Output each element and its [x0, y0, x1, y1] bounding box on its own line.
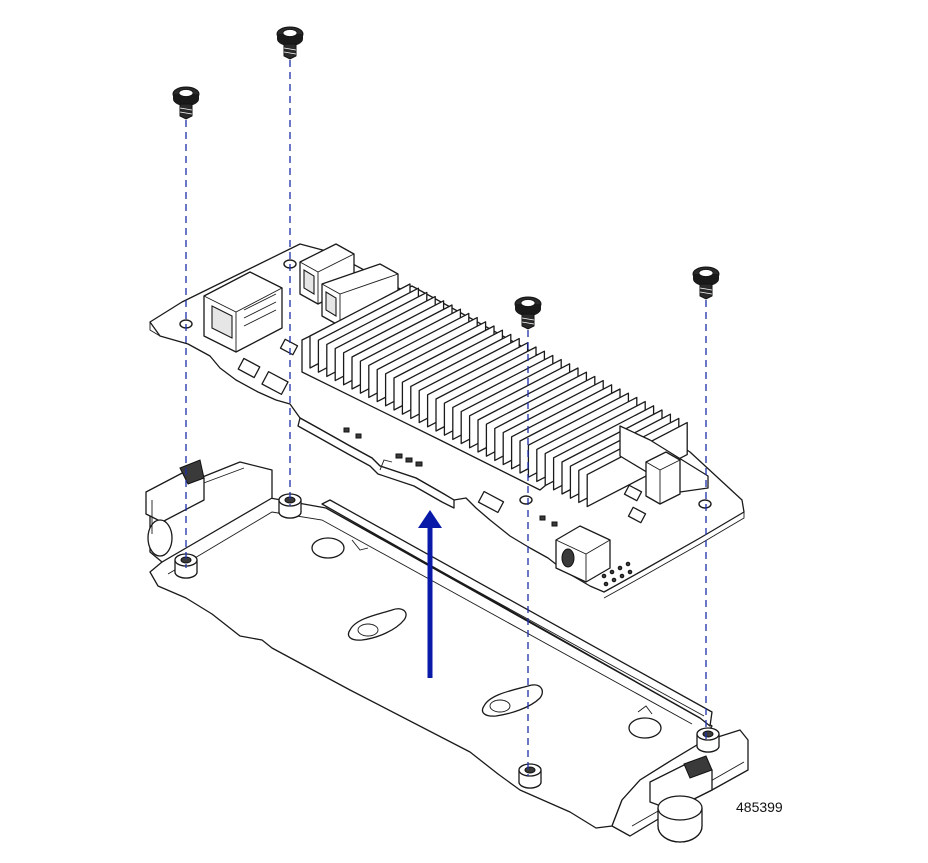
- keyhole-slot: [347, 608, 407, 641]
- alignment-guides: [185, 60, 707, 776]
- front-latch: [649, 755, 713, 843]
- tray-dimple: [311, 537, 345, 559]
- standoff: [278, 493, 302, 519]
- mount-hole: [519, 495, 533, 505]
- screw: [172, 86, 200, 120]
- screw: [514, 296, 542, 330]
- standoff: [696, 727, 720, 753]
- mount-hole: [698, 499, 712, 509]
- standoff: [518, 763, 542, 789]
- tray-dimple: [628, 717, 662, 739]
- screw: [692, 266, 720, 300]
- heatsink: [301, 283, 688, 508]
- screw: [276, 26, 304, 60]
- sas-connector: [203, 271, 283, 353]
- figure-id-label: 485399: [736, 799, 783, 815]
- screw-group: [172, 26, 720, 330]
- pin-header: [601, 561, 633, 587]
- pcie-edge-connector: [297, 417, 455, 509]
- insertion-arrow: [418, 510, 442, 678]
- side-connector: [619, 425, 709, 505]
- riser-card: [149, 243, 745, 599]
- smd-components: [237, 338, 647, 527]
- front-connector: [555, 525, 611, 583]
- rear-latch: [145, 459, 205, 557]
